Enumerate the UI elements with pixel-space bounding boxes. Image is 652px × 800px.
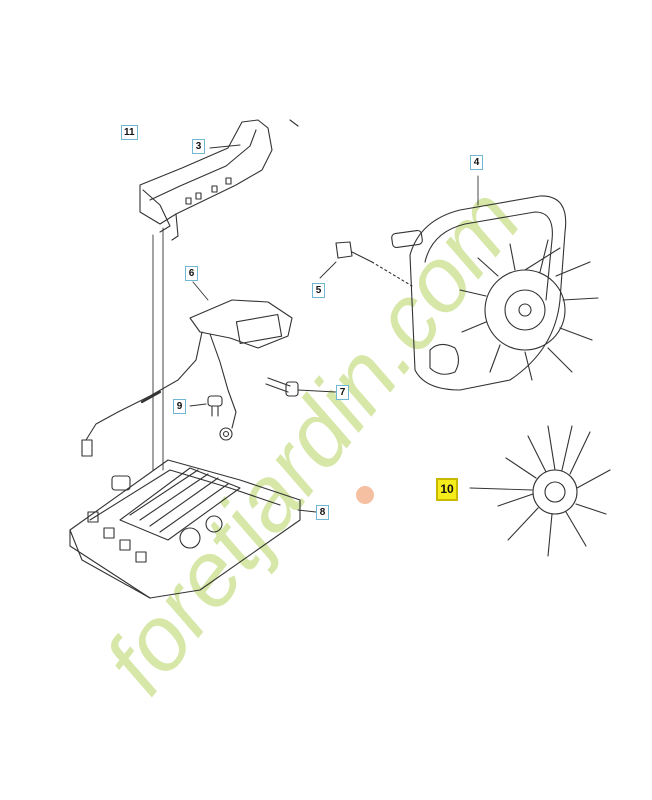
callout-11[interactable]: 11 [121, 125, 138, 140]
wire-harness-part-6 [81, 299, 293, 457]
regulator-part-8 [69, 459, 317, 599]
screw-part-9 [189, 395, 223, 417]
callout-8[interactable]: 8 [316, 505, 329, 520]
bolt-part-5 [335, 241, 413, 287]
watermark-dot [356, 486, 374, 504]
callout-9[interactable]: 9 [173, 399, 186, 414]
callout-5[interactable]: 5 [312, 283, 325, 298]
callout-3[interactable]: 3 [192, 139, 205, 154]
watermark: foretjardin.com [85, 170, 540, 712]
callout-4[interactable]: 4 [470, 155, 483, 170]
callout-7[interactable]: 7 [336, 385, 349, 400]
alternator-part-4 [391, 195, 599, 391]
bracket-part-3 [139, 119, 299, 241]
fan-part-10 [469, 425, 611, 557]
callout-6[interactable]: 6 [185, 266, 198, 281]
screw-part-7 [265, 377, 337, 397]
watermark-text: foretjardin.com [85, 170, 540, 712]
callout-10-highlighted[interactable]: 10 [436, 478, 458, 501]
